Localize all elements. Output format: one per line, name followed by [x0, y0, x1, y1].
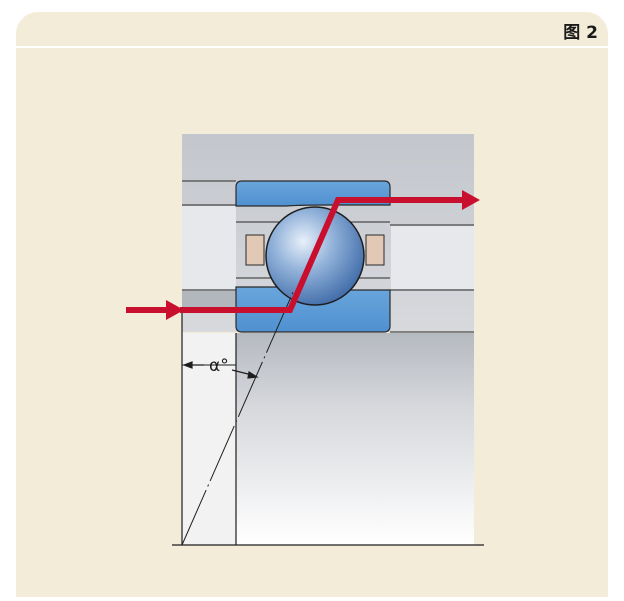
shaft-left-section [182, 333, 236, 545]
housing-lines [182, 180, 474, 333]
load-path [180, 197, 462, 313]
shaft-outline [172, 309, 484, 546]
angle-label: α° [209, 356, 229, 376]
right-spacer [391, 226, 474, 289]
left-spacer [182, 206, 236, 289]
header-divider [16, 46, 608, 48]
cage-right [365, 234, 385, 266]
angle-dimension [182, 361, 259, 379]
left-shaft-shoulder [182, 291, 236, 309]
figure-label: 图 2 [563, 23, 598, 43]
shaft [236, 333, 474, 545]
input-arrow-head [166, 300, 184, 320]
output-arrow-head [462, 190, 480, 210]
cage-left [245, 234, 265, 266]
